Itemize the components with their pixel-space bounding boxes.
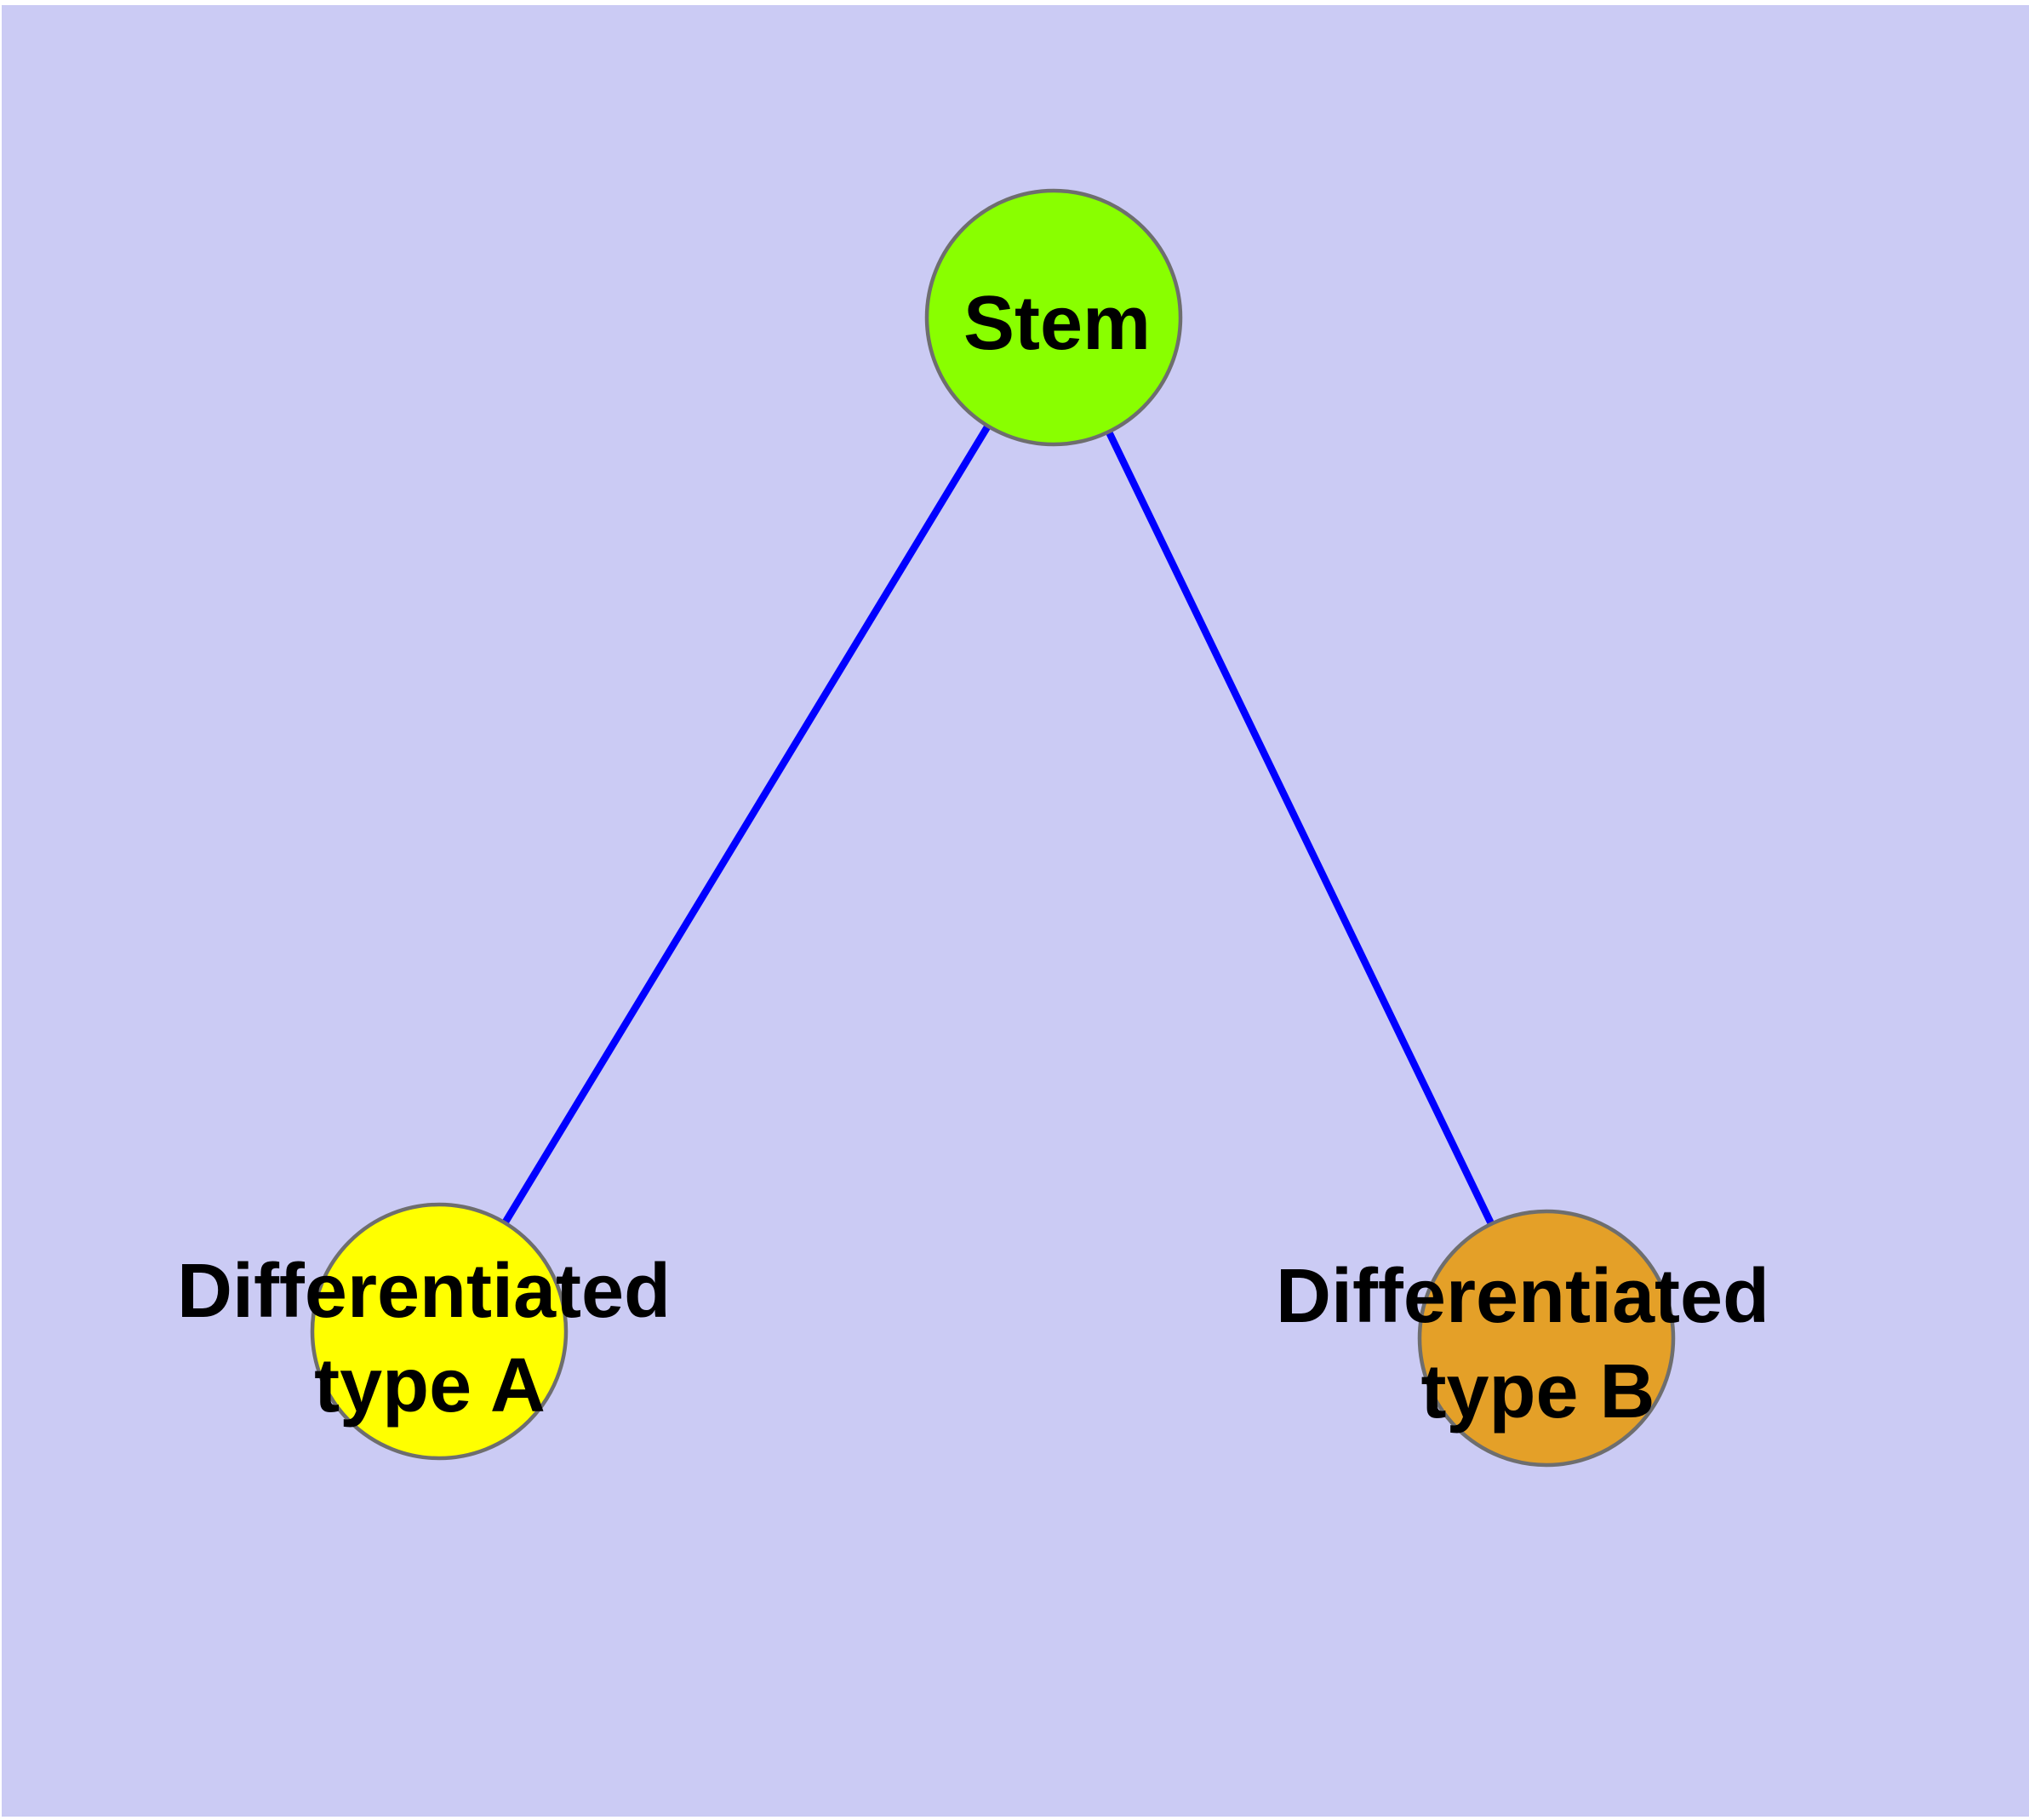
type-b-node-label-line-1: Differentiated [1276, 1254, 1769, 1339]
edge-stem-to-type-a [436, 315, 1057, 1334]
type-b-node-label-line-2: type B [1420, 1349, 1655, 1434]
stem-node-label: Stem [963, 281, 1151, 366]
stem-node-circle [924, 188, 1183, 447]
type-a-node-label-line-2: type A [314, 1343, 546, 1428]
type-b-node-circle [1417, 1209, 1676, 1468]
type-a-node-circle [310, 1202, 569, 1461]
type-a-node-label-line-1: Differentiated [177, 1249, 671, 1334]
edge-stem-to-type-b [1050, 316, 1550, 1340]
